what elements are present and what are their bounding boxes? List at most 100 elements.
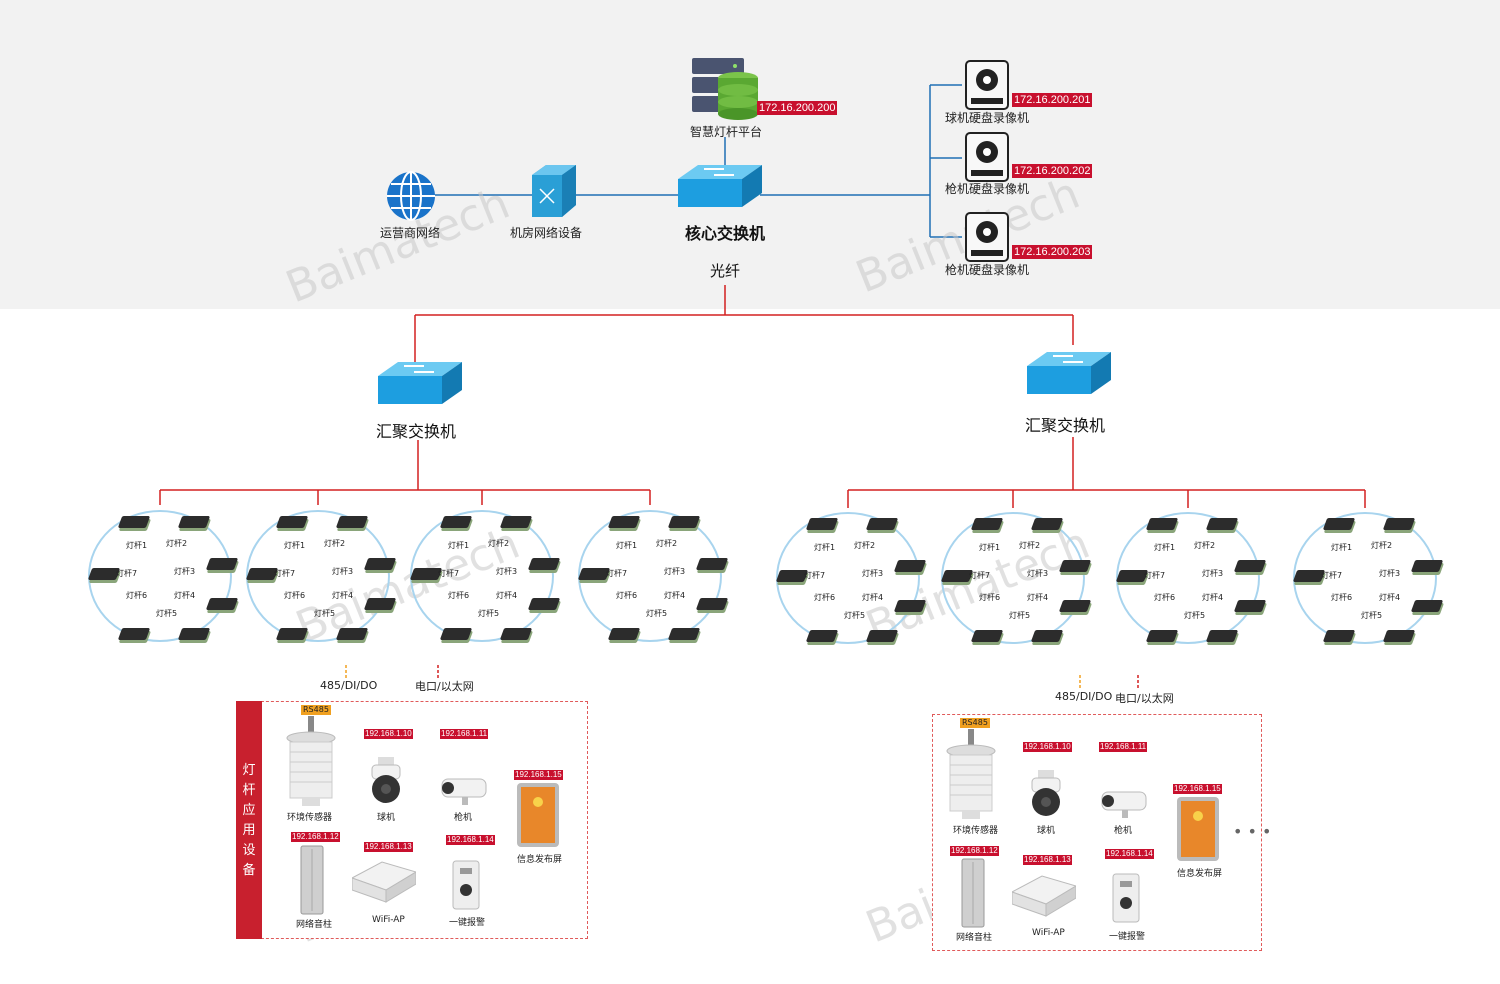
env-sensor-label: 环境传感器 <box>287 813 333 823</box>
pole-label: 灯杆6 <box>284 591 306 600</box>
pole-label: 灯杆6 <box>1331 593 1353 602</box>
env-sensor-label: 环境传感器 <box>953 826 999 836</box>
nvr-label: 球机硬盘录像机 <box>945 111 1030 125</box>
bullet-camera-ip: 192.168.1.11 <box>440 729 489 739</box>
pole-label: 灯杆1 <box>126 541 148 550</box>
platform-ip: 172.16.200.200 <box>757 101 838 115</box>
dome-camera-label: 球机 <box>377 813 396 823</box>
screen-label: 信息发布屏 <box>1177 869 1223 879</box>
pole-label: 灯杆3 <box>332 567 354 576</box>
pole-label: 灯杆7 <box>1321 571 1343 580</box>
pole-label: 灯杆5 <box>646 609 668 618</box>
pole-gateway-icon <box>970 518 1004 530</box>
pole-gateway-icon <box>607 516 641 528</box>
pole-label: 灯杆2 <box>854 541 876 550</box>
pole-label: 灯杆2 <box>1371 541 1393 550</box>
core-area-background <box>0 0 1500 309</box>
pole-gateway-icon <box>1145 518 1179 530</box>
pole-gateway-icon <box>667 516 701 528</box>
nvr-ip: 172.16.200.203 <box>1012 245 1093 259</box>
server-database-icon <box>690 56 760 126</box>
pole-label: 灯杆5 <box>1361 611 1383 620</box>
pole-label: 灯杆5 <box>1009 611 1031 620</box>
pole-label: 灯杆5 <box>314 609 336 618</box>
pole-gateway-icon <box>1205 630 1239 642</box>
pole-label: 灯杆5 <box>156 609 178 618</box>
pole-gateway-icon <box>1410 560 1444 572</box>
pole-label: 灯杆2 <box>324 539 346 548</box>
info-screen-icon <box>1176 796 1220 866</box>
pole-label: 灯杆2 <box>488 539 510 548</box>
pole-label: 灯杆1 <box>448 541 470 550</box>
pole-label: 灯杆3 <box>174 567 196 576</box>
pole-label: 灯杆3 <box>496 567 518 576</box>
pole-gateway-icon <box>1233 560 1267 572</box>
pole-gateway-icon <box>275 628 309 640</box>
wifi-ap-label: WiFi-AP <box>1032 928 1065 938</box>
pole-gateway-icon <box>1145 630 1179 642</box>
nvr-icon <box>965 132 1009 186</box>
pole-label: 灯杆1 <box>1154 543 1176 552</box>
env-sensor-icon <box>286 716 336 812</box>
pole-gateway-icon <box>1410 600 1444 612</box>
aggregation-switch-icon <box>378 362 462 414</box>
pole-gateway-icon <box>205 598 239 610</box>
wifi-ap-icon <box>1010 872 1078 924</box>
pole-label: 灯杆7 <box>804 571 826 580</box>
core-switch-icon <box>678 165 762 217</box>
serial-link-label: 485/DI/DO <box>1055 690 1113 703</box>
pole-label: 灯杆2 <box>166 539 188 548</box>
pole-gateway-icon <box>1058 600 1092 612</box>
pole-gateway-icon <box>1205 518 1239 530</box>
aggregation-switch-label: 汇聚交换机 <box>1025 416 1106 435</box>
pole-label: 灯杆6 <box>126 591 148 600</box>
pole-gateway-icon <box>865 518 899 530</box>
pole-label: 灯杆5 <box>478 609 500 618</box>
pole-label: 灯杆4 <box>1027 593 1049 602</box>
pole-label: 灯杆2 <box>1019 541 1041 550</box>
pole-label: 灯杆4 <box>496 591 518 600</box>
pole-label: 灯杆3 <box>664 567 686 576</box>
nvr-ip: 172.16.200.201 <box>1012 93 1093 107</box>
pole-gateway-icon <box>499 516 533 528</box>
pole-label: 灯杆3 <box>1202 569 1224 578</box>
screen-ip: 192.168.1.15 <box>514 770 563 780</box>
pole-gateway-icon <box>970 630 1004 642</box>
alarm-label: 一键报警 <box>449 918 486 928</box>
alarm-button-icon <box>1112 873 1140 927</box>
pole-label: 灯杆7 <box>274 569 296 578</box>
platform-label: 智慧灯杆平台 <box>690 125 763 139</box>
pole-gateway-icon <box>1322 630 1356 642</box>
pole-label: 灯杆3 <box>1027 569 1049 578</box>
pole-gateway-icon <box>1382 518 1416 530</box>
pole-gateway-icon <box>363 558 397 570</box>
pole-label: 灯杆3 <box>1379 569 1401 578</box>
alarm-ip: 192.168.1.14 <box>446 835 495 845</box>
pole-label: 灯杆3 <box>862 569 884 578</box>
pole-gateway-icon <box>177 628 211 640</box>
pole-label: 灯杆7 <box>969 571 991 580</box>
ethernet-link-label: 电口/以太网 <box>415 680 474 693</box>
nvr-label: 枪机硬盘录像机 <box>945 263 1030 277</box>
alarm-button-icon <box>452 860 480 914</box>
serial-link-label: 485/DI/DO <box>320 679 378 692</box>
pole-gateway-icon <box>527 558 561 570</box>
network-device-icon <box>532 165 576 221</box>
aggregation-switch-icon <box>1027 352 1111 404</box>
dome-camera-ip: 192.168.1.10 <box>1023 742 1072 752</box>
speaker-label: 网络音柱 <box>956 933 993 943</box>
room-device-label: 机房网络设备 <box>510 226 583 240</box>
bullet-camera-ip: 192.168.1.11 <box>1099 742 1148 752</box>
pole-label: 灯杆1 <box>814 543 836 552</box>
pole-label: 灯杆4 <box>174 591 196 600</box>
pole-gateway-icon <box>275 516 309 528</box>
pole-label: 灯杆6 <box>616 591 638 600</box>
wifi-ap-ip: 192.168.1.13 <box>1023 855 1072 865</box>
pole-gateway-icon <box>1030 518 1064 530</box>
pole-label: 灯杆5 <box>1184 611 1206 620</box>
more-devices-indicator: • • • <box>1233 822 1272 841</box>
screen-label: 信息发布屏 <box>517 855 563 865</box>
pole-label: 灯杆7 <box>606 569 628 578</box>
pole-gateway-icon <box>205 558 239 570</box>
